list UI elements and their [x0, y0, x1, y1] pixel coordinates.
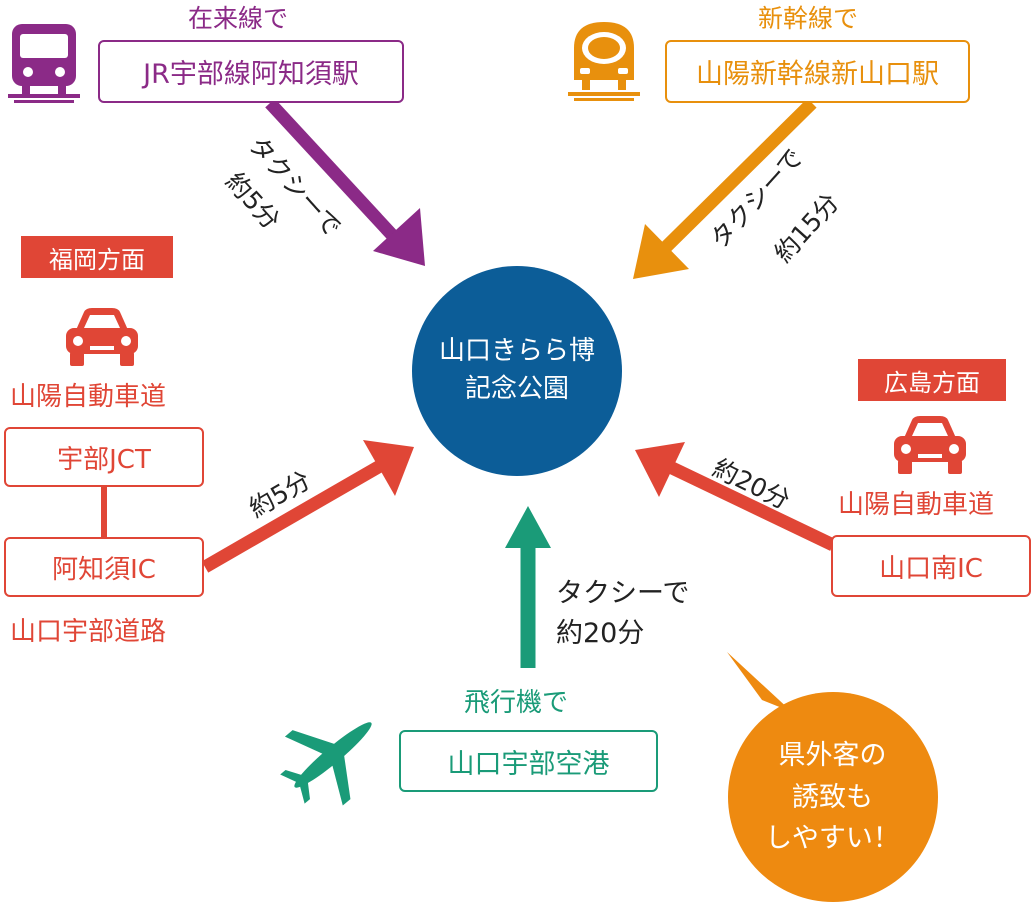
airplane-icon: [278, 700, 388, 814]
fukuoka-direction: 福岡方面: [49, 245, 145, 274]
fukuoka-ic: 阿知須IC: [52, 554, 156, 585]
bubble-text: 県外客の 誘致も しやすい！: [730, 695, 935, 900]
shinkansen-station-box: 山陽新幹線新山口駅: [665, 40, 970, 103]
car-icon: [890, 414, 970, 480]
rail-station-name: JR宇部線阿知須駅: [143, 59, 359, 90]
shinkansen-icon: [566, 18, 642, 108]
air-airport-box: 山口宇部空港: [399, 730, 658, 792]
rail-mode-label: 在来線で: [188, 4, 289, 33]
fukuoka-road-label: 山陽自動車道: [10, 382, 167, 412]
hiroshima-ic: 山口南IC: [879, 553, 983, 584]
fukuoka-jct-box: 宇部JCT: [4, 427, 204, 487]
air-time-line2: 約20分: [556, 618, 645, 649]
hiroshima-direction: 広島方面: [884, 368, 980, 397]
fukuoka-arrow: [201, 440, 414, 573]
hub-name-line1: 山口きらら博: [438, 336, 595, 367]
fukuoka-jct: 宇部JCT: [57, 444, 151, 475]
hub-circle: 山口きらら博 記念公園: [412, 266, 622, 476]
bubble-line1: 県外客の: [778, 739, 887, 771]
fukuoka-road2-label: 山口宇部道路: [10, 617, 167, 647]
air-arrow: [505, 506, 551, 668]
hiroshima-direction-tag: 広島方面: [858, 359, 1006, 401]
bubble-line3: しやすい！: [765, 823, 900, 855]
air-mode-label: 飛行機で: [464, 688, 569, 718]
train-icon: [8, 22, 80, 108]
car-icon: [62, 306, 142, 372]
air-airport-name: 山口宇部空港: [447, 748, 610, 780]
fukuoka-ic-box: 阿知須IC: [4, 537, 204, 597]
hiroshima-ic-box: 山口南IC: [831, 535, 1031, 597]
speech-bubble: [727, 652, 938, 902]
shinkansen-mode-label: 新幹線で: [758, 4, 859, 33]
rail-station-box: JR宇部線阿知須駅: [98, 40, 404, 103]
air-time-line1: タクシーで: [556, 578, 690, 609]
shinkansen-station-name: 山陽新幹線新山口駅: [696, 59, 939, 90]
fukuoka-direction-tag: 福岡方面: [21, 236, 173, 278]
bubble-line2: 誘致も: [792, 781, 873, 813]
hiroshima-arrow: [635, 442, 836, 551]
shinkansen-arrow: [633, 98, 817, 279]
hub-name-line2: 記念公園: [464, 374, 569, 404]
hiroshima-road-label: 山陽自動車道: [838, 490, 995, 520]
rail-arrow: [265, 98, 425, 266]
